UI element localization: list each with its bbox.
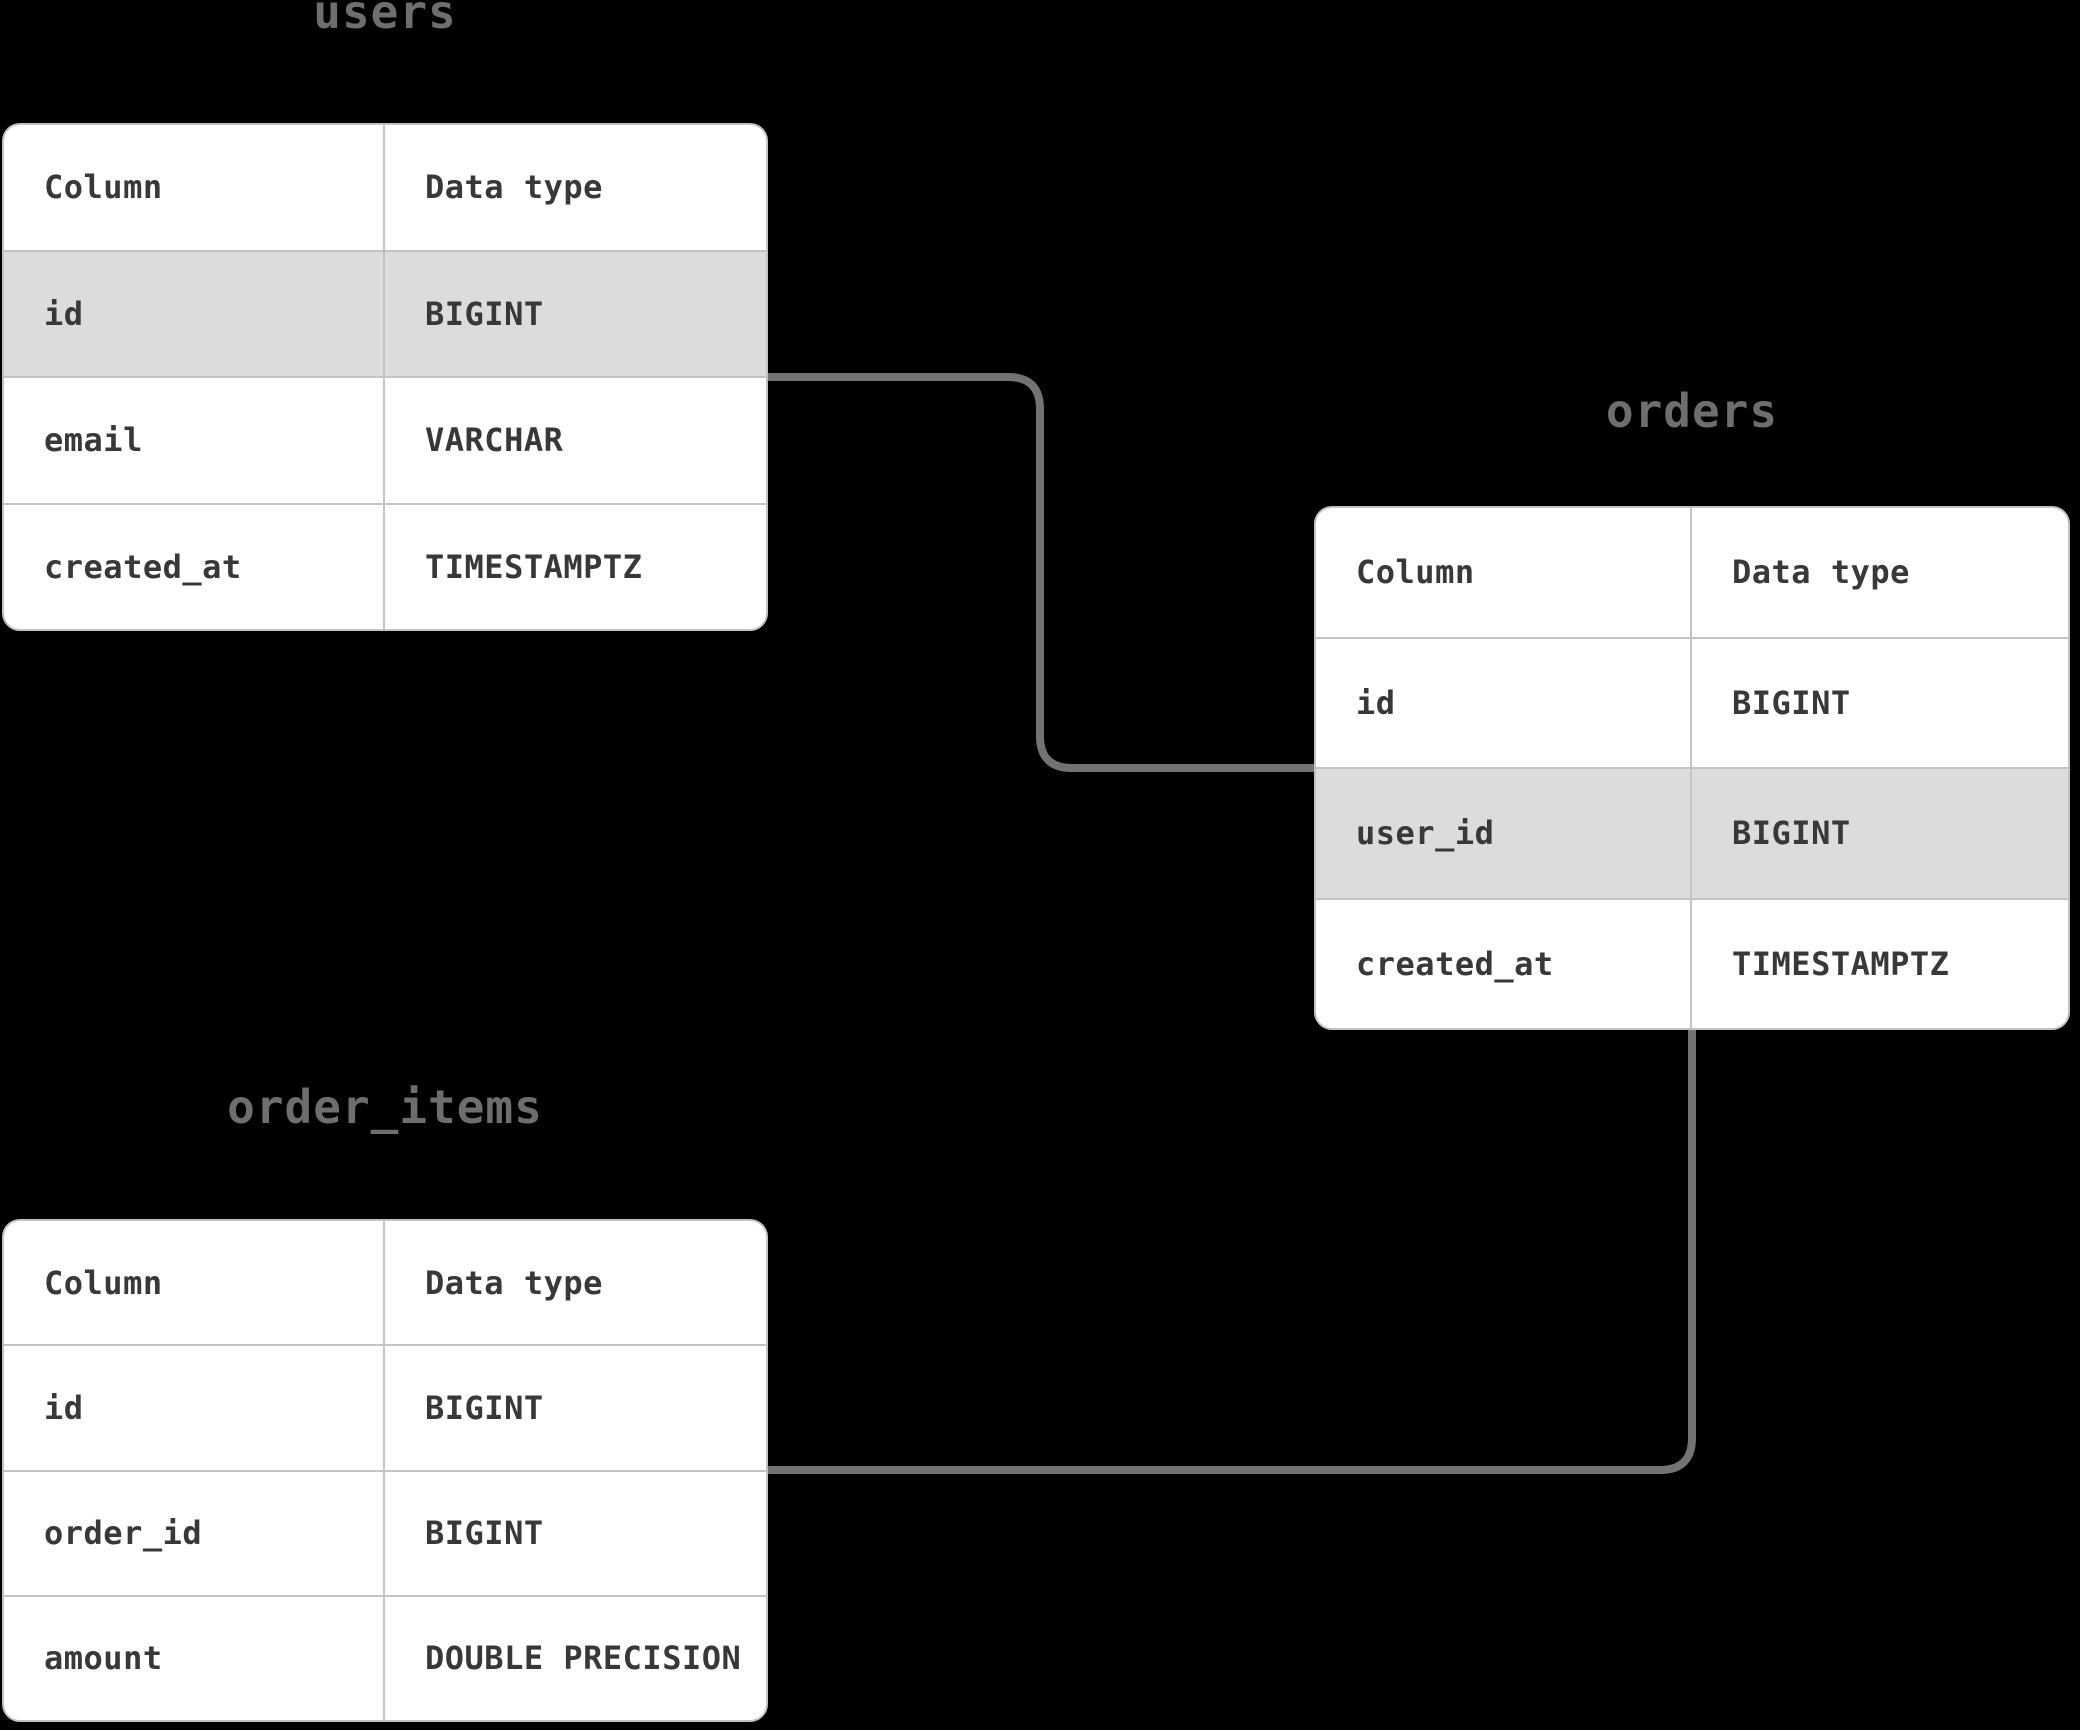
users-row-id: id BIGINT xyxy=(4,249,766,376)
orders-table-title: orders xyxy=(1605,384,1779,438)
order-items-table-title: order_items xyxy=(227,1080,543,1134)
orders-row-id: id BIGINT xyxy=(1316,636,2068,767)
column-name: user_id xyxy=(1316,769,1692,898)
users-table-title: users xyxy=(313,0,457,39)
connector-orders-id-to-order-items-order-id[interactable] xyxy=(766,1024,1696,1474)
order-items-row-id: id BIGINT xyxy=(4,1344,766,1470)
orders-row-created-at: created_at TIMESTAMPTZ xyxy=(1316,897,2068,1028)
orders-row-user-id: user_id BIGINT xyxy=(1316,767,2068,898)
column-name: created_at xyxy=(4,504,385,629)
orders-header-row: Column Data type xyxy=(1316,508,2068,637)
column-name: created_at xyxy=(1316,899,1692,1028)
column-name: email xyxy=(4,378,385,503)
column-type: VARCHAR xyxy=(425,421,564,460)
users-row-created-at: created_at TIMESTAMPTZ xyxy=(4,502,766,629)
users-header-type: Data type xyxy=(425,168,603,207)
order-items-row-amount: amount DOUBLE PRECISION xyxy=(4,1594,766,1720)
column-name: id xyxy=(1316,638,1692,767)
column-type: TIMESTAMPTZ xyxy=(1732,944,1950,983)
orders-header-column: Column xyxy=(1316,508,1692,637)
users-table[interactable]: Column Data type id BIGINT email VARCHAR… xyxy=(2,123,768,631)
order-items-table[interactable]: Column Data type id BIGINT order_id BIGI… xyxy=(2,1219,768,1722)
order-items-header-row: Column Data type xyxy=(4,1221,766,1345)
column-name: id xyxy=(4,1346,385,1470)
column-type: BIGINT xyxy=(1732,814,1851,853)
order-items-row-order-id: order_id BIGINT xyxy=(4,1469,766,1595)
users-row-email: email VARCHAR xyxy=(4,376,766,503)
column-name: order_id xyxy=(4,1471,385,1595)
column-type: BIGINT xyxy=(1732,683,1851,722)
order-items-header-type: Data type xyxy=(425,1263,603,1302)
column-name: amount xyxy=(4,1596,385,1720)
column-type: DOUBLE PRECISION xyxy=(425,1639,742,1678)
column-type: BIGINT xyxy=(425,1514,544,1553)
orders-header-type: Data type xyxy=(1732,553,1910,592)
order-items-header-column: Column xyxy=(4,1221,385,1345)
column-name: id xyxy=(4,251,385,376)
orders-table[interactable]: Column Data type id BIGINT user_id BIGIN… xyxy=(1314,506,2070,1030)
users-header-column: Column xyxy=(4,125,385,250)
column-type: BIGINT xyxy=(425,1388,544,1427)
users-header-row: Column Data type xyxy=(4,125,766,250)
connector-users-id-to-orders-user-id[interactable] xyxy=(762,373,1320,772)
column-type: TIMESTAMPTZ xyxy=(425,547,643,586)
column-type: BIGINT xyxy=(425,294,544,333)
